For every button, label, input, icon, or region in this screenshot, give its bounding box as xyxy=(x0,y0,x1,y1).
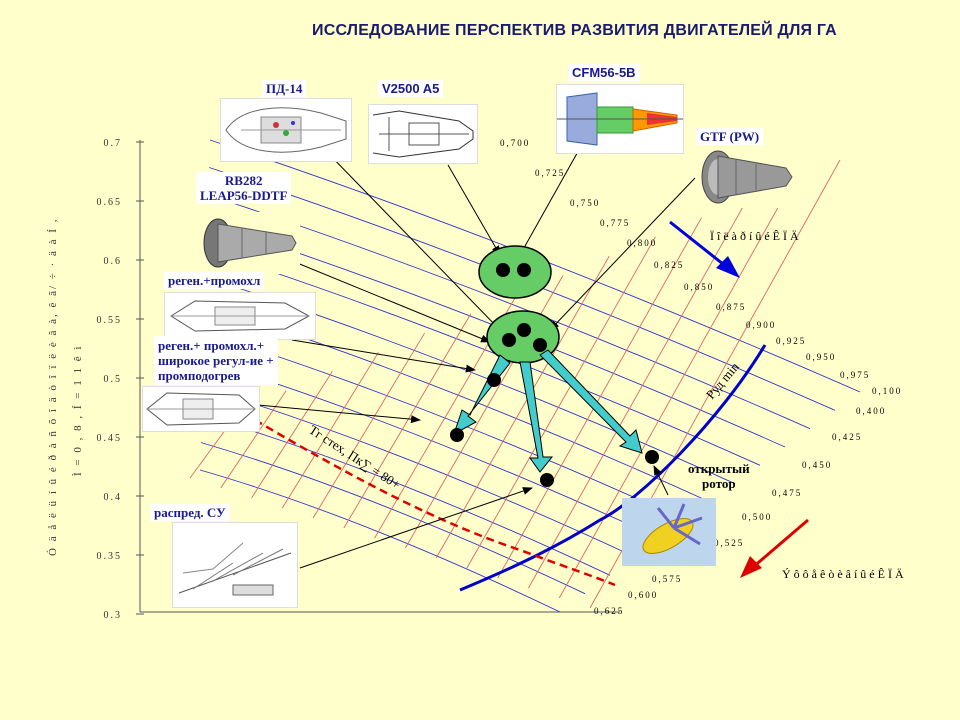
label-raspred: распред. СУ xyxy=(150,504,230,521)
leader-lines xyxy=(257,147,696,569)
bottom-arrow-label: Ý ô ô å ê ò è â í û é Ê Ï Ä xyxy=(782,567,904,581)
grid-line-red xyxy=(435,255,610,559)
grid-line-red xyxy=(343,313,472,529)
grid-line-blue xyxy=(206,249,761,466)
y-tick-label: 0.7 xyxy=(104,138,123,149)
y-axis-subtitle: Ì = 0 , 8 , Í = 1 1 ê ì xyxy=(72,276,84,476)
tg-curve-label: Tг стех, Пк∑ = 80+ xyxy=(306,422,403,492)
grid-line-blue xyxy=(203,359,661,540)
grid-label-blue: 0,925 xyxy=(776,336,806,346)
trend-arrows xyxy=(453,349,643,473)
grid-line-red xyxy=(312,332,426,519)
grid-label-red: 0,600 xyxy=(628,590,658,600)
label-regen2-line1: реген.+ промохл.+ xyxy=(158,338,265,353)
grid-line-red xyxy=(558,179,795,599)
direction-arrows xyxy=(669,220,809,578)
y-axis-subtitle-text: Ì = 0 , 8 , Í = 1 1 ê ì xyxy=(72,344,84,476)
grid-line-red xyxy=(281,352,379,509)
grid-label-blue: 0,100 xyxy=(872,386,902,396)
label-open-rotor-line2: ротор xyxy=(702,476,736,491)
grid-label-red: 0,425 xyxy=(832,432,862,442)
grid-label-red: 0,475 xyxy=(772,488,802,498)
y-tick-label: 0.3 xyxy=(104,610,123,621)
y-tick-label: 0.65 xyxy=(97,197,123,208)
grid-line-red xyxy=(497,217,702,579)
label-regen1: реген.+промохл xyxy=(164,272,265,289)
ryd-min-curve xyxy=(459,344,767,592)
grid-line-red xyxy=(466,236,656,569)
grid-label-blue: 0,950 xyxy=(806,352,836,362)
image-cfm56-engine xyxy=(556,84,684,154)
grid-label-blue: 0,725 xyxy=(535,168,565,178)
grid-label-blue: 0,700 xyxy=(500,138,530,148)
grid-label-red: 0,500 xyxy=(742,512,772,522)
grid-line-blue xyxy=(199,469,561,613)
tg-stoich-curve xyxy=(254,418,616,587)
grid-label-blue: 0,850 xyxy=(684,282,714,292)
y-axis-title: Ó ä å ë ü í û é ð à ñ õ î ä ò î ï ë è â … xyxy=(47,196,59,556)
image-raspred-aircraft xyxy=(172,522,298,608)
grid-label-red: 0,575 xyxy=(652,574,682,584)
y-tick-label: 0.55 xyxy=(97,315,123,326)
image-regen2-engine xyxy=(142,386,260,432)
engine-points xyxy=(450,263,659,487)
label-regen2: реген.+ промохл.+ широкое регул-ие + про… xyxy=(154,336,278,385)
grid-line-red xyxy=(528,198,749,589)
grid-label-red: 0,400 xyxy=(856,406,886,416)
grid-label-blue: 0,750 xyxy=(570,198,600,208)
y-tick-label: 0.5 xyxy=(104,374,123,385)
y-tick-label: 0.35 xyxy=(97,551,123,562)
image-open-rotor-engine xyxy=(622,498,716,566)
grid-label-blue: 0,800 xyxy=(627,238,657,248)
grid-line-red xyxy=(251,371,333,499)
grid-line-blue xyxy=(200,442,586,595)
engine-cluster-current xyxy=(478,245,552,299)
y-axis-ticks: 0.7 0.65 0.6 0.55 0.5 0.45 0.4 0.35 0.3 xyxy=(97,138,144,621)
image-gtf-engine xyxy=(696,146,798,208)
grid-label-red: 0,525 xyxy=(714,538,744,548)
grid-label-blue: 0,775 xyxy=(600,218,630,228)
image-v2500-engine xyxy=(368,104,478,164)
grid-label-blue: 0,900 xyxy=(746,320,776,330)
label-regen2-line2: широкое регул-ие + xyxy=(158,353,274,368)
image-regen1-engine xyxy=(164,292,316,340)
label-rb282-line2: LEAP56-DDTF xyxy=(200,188,288,203)
y-axis-title-text: Ó ä å ë ü í û é ð à ñ õ î ä ò î ï ë è â … xyxy=(47,217,59,556)
label-v2500: V2500 A5 xyxy=(378,80,444,97)
grid-label-blue: 0,875 xyxy=(716,302,746,312)
label-cfm56: CFM56-5B xyxy=(568,64,640,81)
label-rb282-line1: RB282 xyxy=(224,173,263,188)
page-title: ИССЛЕДОВАНИЕ ПЕРСПЕКТИВ РАЗВИТИЯ ДВИГАТЕ… xyxy=(312,22,837,39)
grid-label-red: 0,625 xyxy=(594,606,624,616)
label-open-rotor: открытый ротор xyxy=(684,460,754,492)
label-pd14: ПД-14 xyxy=(262,80,307,97)
label-gtf: GTF (PW) xyxy=(696,128,764,145)
y-tick-label: 0.6 xyxy=(104,256,123,267)
grid-label-blue: 0,975 xyxy=(840,370,870,380)
label-open-rotor-line1: открытый xyxy=(688,461,750,476)
image-rb282-engine xyxy=(196,212,300,274)
y-tick-label: 0.4 xyxy=(104,492,123,503)
grid-label-red: 0,450 xyxy=(802,460,832,470)
ryd-curve-label: Руд min xyxy=(703,359,742,402)
label-regen2-line3: промподогрев xyxy=(158,368,241,383)
top-arrow-label: Ï î ë à ð í û é Ê Ï Ä xyxy=(710,229,799,243)
grid-label-blue: 0,825 xyxy=(654,260,684,270)
image-pd14-engine xyxy=(220,98,352,162)
label-rb282: RB282 LEAP56-DDTF xyxy=(196,172,292,204)
y-tick-label: 0.45 xyxy=(97,433,123,444)
axes xyxy=(139,140,620,613)
